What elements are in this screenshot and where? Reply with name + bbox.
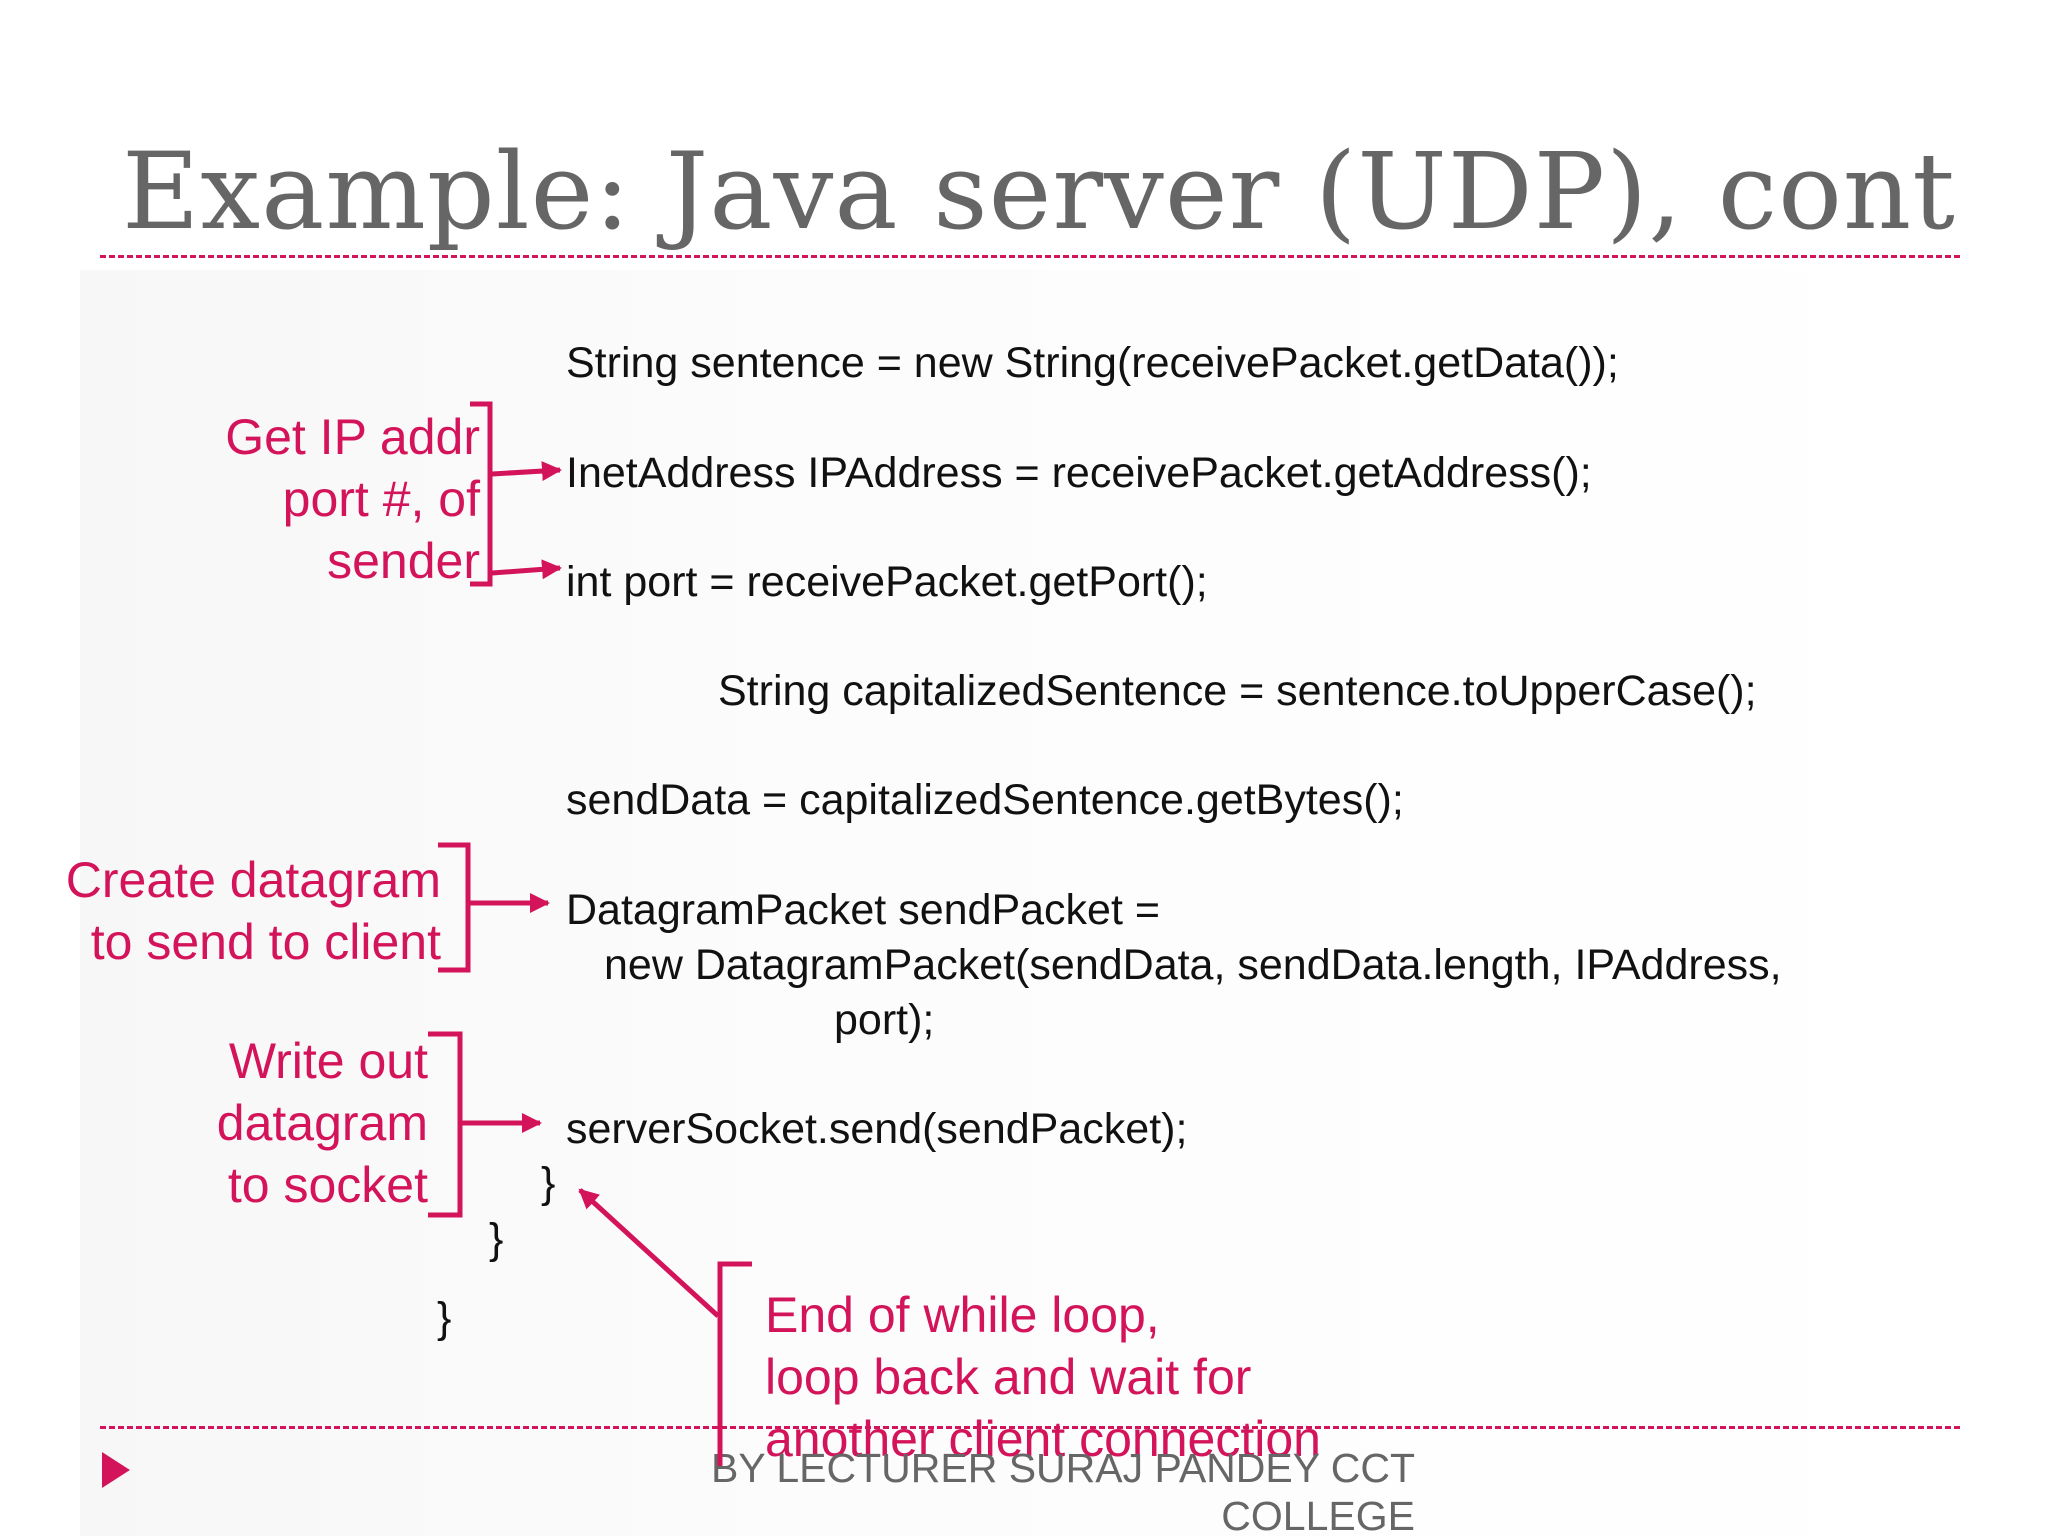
note-write-line-1: Write out [228, 1033, 428, 1089]
footer-line-2: COLLEGE [1221, 1493, 1415, 1536]
bracket-write [428, 1031, 463, 1218]
bracket-ip [470, 401, 493, 587]
code-line-6: DatagramPacket sendPacket = [566, 886, 1160, 934]
code-line-8: port); [834, 996, 935, 1044]
code-line-5: sendData = capitalizedSentence.getBytes(… [566, 776, 1404, 824]
bottom-divider [100, 1426, 1960, 1429]
code-line-1: String sentence = new String(receivePack… [566, 339, 1619, 387]
note-ip-line-1: Get IP addr [225, 409, 480, 465]
note-ip-line-2: port #, of [282, 471, 480, 527]
code-line-4: String capitalizedSentence = sentence.to… [718, 667, 1757, 715]
closing-brace-middle: } [489, 1215, 504, 1263]
note-loop-line-2: loop back and wait for [765, 1349, 1252, 1405]
note-create-line-2: to send to client [90, 914, 441, 970]
code-line-7: new DatagramPacket(sendData, sendData.le… [604, 941, 1782, 989]
note-write-line-2: datagram [216, 1095, 428, 1151]
closing-brace-inner: } [541, 1159, 556, 1207]
code-line-2: InetAddress IPAddress = receivePacket.ge… [566, 449, 1592, 497]
top-divider [100, 255, 1960, 258]
arrow-to-getaddress [491, 461, 562, 482]
closing-brace-outer: } [437, 1294, 452, 1342]
note-create-line-1: Create datagram [65, 852, 441, 908]
footer-line-1: BY LECTURER SURAJ PANDEY CCT [711, 1445, 1415, 1491]
bullet-arrow-icon [102, 1452, 130, 1488]
code-line-3: int port = receivePacket.getPort(); [566, 558, 1208, 606]
note-write-line-3: to socket [227, 1157, 428, 1213]
note-loop-line-1: End of while loop, [765, 1287, 1160, 1343]
note-ip-line-3: sender [327, 533, 480, 589]
arrow-to-brace [578, 1188, 720, 1318]
bracket-create [438, 842, 471, 973]
note-loop-line-3: another client connection [765, 1411, 1321, 1467]
code-line-9: serverSocket.send(sendPacket); [566, 1105, 1188, 1153]
slide-title: Example: Java server (UDP), cont [122, 130, 1956, 253]
arrow-to-getport [491, 559, 562, 580]
content-background [80, 270, 1970, 1536]
bracket-loop [717, 1261, 752, 1466]
